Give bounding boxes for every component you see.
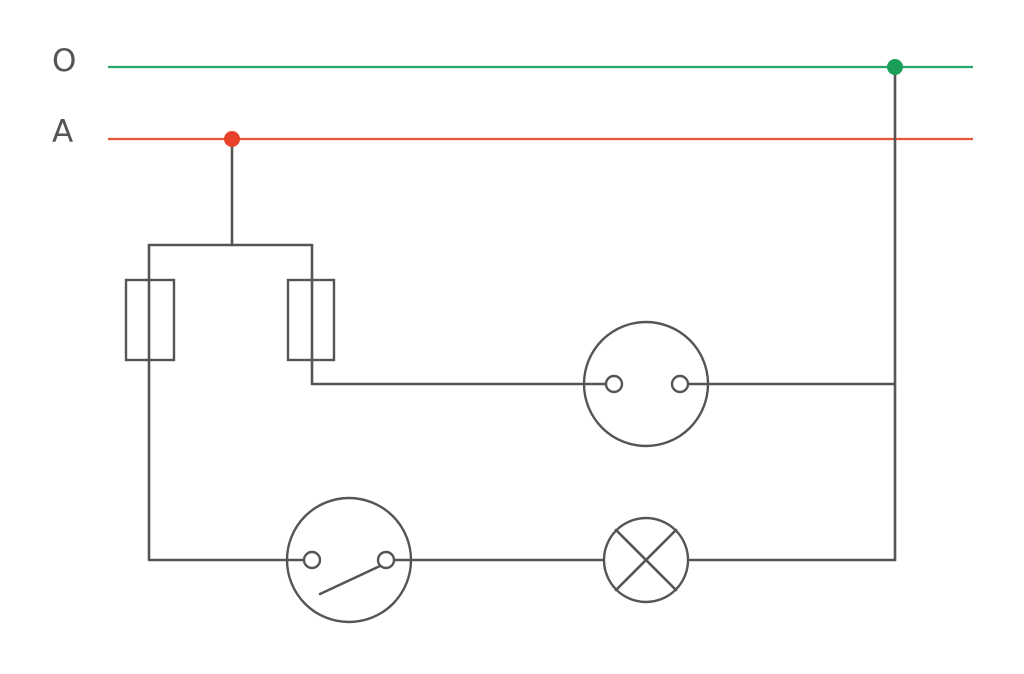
lamp-cross-b: [614, 528, 678, 592]
neutral-junction-dot: [887, 59, 903, 75]
switch-terminal-right: [376, 550, 396, 570]
switch-terminal-left: [302, 550, 322, 570]
rail-label-o: O: [52, 43, 76, 79]
socket-pin-right: [670, 374, 690, 394]
lamp: [602, 516, 690, 604]
fuse-right-wire: [310, 243, 605, 386]
rail-label-a: A: [52, 114, 73, 150]
socket-pin-left: [604, 374, 624, 394]
socket-outlet: [582, 320, 710, 448]
switch-contact-arm: [318, 564, 382, 596]
phase-junction-dot: [224, 131, 240, 147]
switch: [285, 496, 413, 624]
